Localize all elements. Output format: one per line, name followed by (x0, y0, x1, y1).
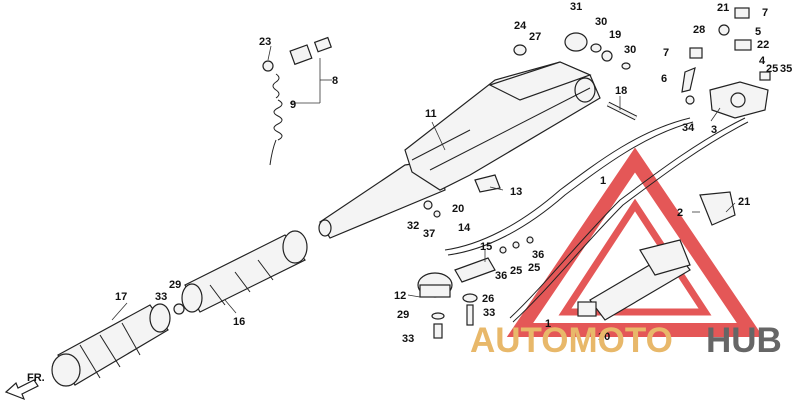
watermark-logo (506, 147, 764, 337)
washer-36 (499, 246, 507, 254)
nut-35 (759, 71, 771, 81)
screw-33 (466, 304, 474, 326)
callout-34: 34 (682, 122, 695, 134)
callout-23: 23 (259, 36, 271, 48)
collar-22 (734, 39, 752, 51)
screw-33b (433, 323, 443, 339)
clip-20 (433, 210, 441, 218)
callout-10: 10 (598, 331, 610, 343)
front-direction-indicator: FR. (4, 372, 45, 401)
bolt-13 (474, 174, 501, 193)
callout-1: 1 (545, 318, 551, 330)
cable-plug (577, 239, 691, 321)
callout-1: 1 (600, 175, 606, 187)
callout-25: 25 (528, 262, 540, 274)
watermark-part1: AUTOMOTO (470, 321, 673, 360)
callout-2: 2 (677, 207, 683, 219)
callout-3: 3 (711, 124, 717, 136)
bracket-2 (699, 191, 736, 226)
callout-17: 17 (115, 291, 127, 303)
link-6 (681, 67, 696, 93)
washer-25 (512, 241, 520, 249)
callout-6: 6 (661, 73, 667, 85)
direction-label: FR. (27, 372, 45, 384)
control-lever (709, 81, 769, 119)
callout-19: 19 (609, 29, 621, 41)
bolt-28 (718, 24, 730, 36)
clip-7b (689, 47, 703, 59)
pivot-shaft (606, 101, 638, 121)
washer-part (173, 303, 185, 315)
stop-switch (262, 36, 332, 166)
callout-31: 31 (570, 1, 582, 13)
callout-20: 20 (452, 203, 464, 215)
callout-24: 24 (514, 20, 527, 32)
callout-7: 7 (762, 7, 768, 19)
callout-14: 14 (458, 222, 471, 234)
callout-4: 4 (759, 55, 766, 67)
callout-18: 18 (615, 85, 627, 97)
clip-7 (734, 7, 750, 19)
callout-12: 12 (394, 290, 406, 302)
washer-29 (431, 312, 445, 320)
callout-9: 9 (290, 99, 296, 111)
callout-21: 21 (738, 196, 750, 208)
callout-28: 28 (693, 24, 705, 36)
callout-7: 7 (663, 47, 669, 59)
callout-labels: 1 1 2 3 4 5 6 7 7 8 9 10 11 12 13 14 15 … (115, 1, 792, 345)
callout-11: 11 (425, 108, 437, 120)
callout-33: 33 (402, 333, 414, 345)
washer-37 (423, 200, 433, 210)
callout-26: 26 (482, 293, 494, 305)
callout-13: 13 (510, 186, 522, 198)
leader-lines (111, 45, 736, 321)
callout-15: 15 (480, 241, 492, 253)
callout-37: 37 (423, 228, 435, 240)
callout-8: 8 (332, 75, 338, 87)
watermark-text: AUTOMOTO HUB (470, 321, 782, 360)
callout-36: 36 (495, 270, 507, 282)
friction-parts (513, 32, 631, 70)
throttle-tube (181, 230, 308, 313)
callout-16: 16 (233, 316, 245, 328)
callout-25: 25 (510, 265, 522, 277)
watermark-part2: HUB (706, 321, 782, 360)
callout-29: 29 (397, 309, 409, 321)
callout-30: 30 (595, 16, 607, 28)
arrow-left-icon (4, 379, 39, 401)
throttle-cables (444, 117, 749, 323)
cable-bracket (454, 257, 496, 283)
callout-5: 5 (755, 26, 761, 38)
bolt-34 (685, 95, 695, 105)
throttle-housing (417, 272, 453, 298)
washer-26 (462, 293, 478, 303)
callout-29: 29 (169, 279, 181, 291)
callout-32: 32 (407, 220, 419, 232)
callout-36: 36 (532, 249, 544, 261)
steering-handle-arm (318, 61, 601, 239)
callout-35: 35 (780, 63, 792, 75)
callout-27: 27 (529, 31, 541, 43)
callout-30: 30 (624, 44, 636, 56)
callout-21: 21 (717, 2, 729, 14)
callout-22: 22 (757, 39, 769, 51)
callout-33: 33 (483, 307, 495, 319)
washer-25b (526, 236, 534, 244)
callout-33: 33 (155, 291, 167, 303)
throttle-grip (51, 303, 171, 387)
callout-25: 25 (766, 63, 778, 75)
